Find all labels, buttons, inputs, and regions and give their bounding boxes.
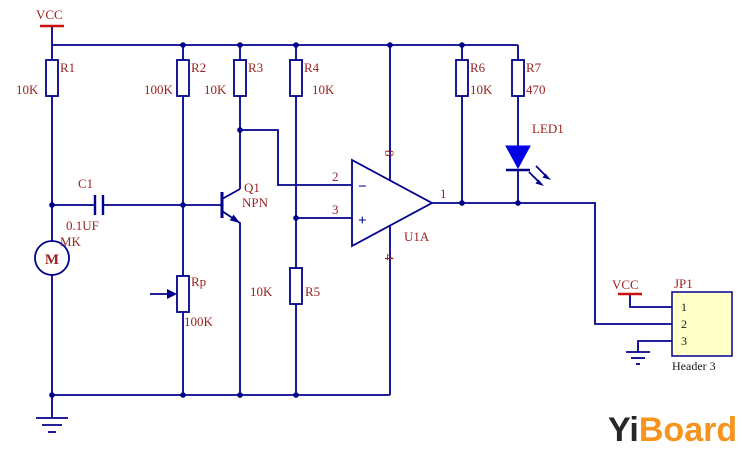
- wire-to-pin2: [240, 129, 352, 186]
- wire-jp1-gnd: [637, 340, 672, 352]
- opamp-pin1: 1: [440, 186, 447, 201]
- mic-glyph: M: [45, 252, 59, 268]
- c1-value: 0.1UF: [66, 218, 99, 233]
- vcc-symbol-top: VCC: [36, 7, 64, 28]
- r7-value: 470: [526, 82, 546, 97]
- jp1-pin2-label: 2: [681, 317, 687, 331]
- jp1-pin1-label: 1: [681, 300, 687, 314]
- junction-dots: [49, 42, 521, 398]
- ground-symbol-main: [36, 417, 68, 433]
- led-triangle-icon: [505, 145, 531, 170]
- resistor-r6: R6 10K: [455, 59, 493, 97]
- resistor-r7: R7 470: [511, 59, 546, 97]
- resistor-r1: R1 10K: [16, 59, 75, 97]
- opamp-minus-icon: −: [358, 179, 367, 195]
- q1-emitter-arrow-icon: [229, 214, 240, 223]
- logo-yi: Yi: [608, 411, 639, 449]
- r3-value: 10K: [204, 82, 227, 97]
- r4-ref: R4: [304, 60, 320, 75]
- resistor-r4: R4 10K: [289, 59, 335, 97]
- vcc-label: VCC: [36, 7, 63, 22]
- rp-ref: Rp: [191, 274, 206, 289]
- jp1-desc: Header 3: [672, 359, 716, 373]
- transistor-q1: Q1 NPN: [220, 180, 269, 223]
- led-ray1-arrowhead-icon: [535, 179, 544, 186]
- microphone-mk: M MK: [34, 234, 82, 276]
- r1-ref: R1: [60, 60, 75, 75]
- opamp-ref: U1A: [404, 229, 430, 244]
- wire-collector-lead: [221, 188, 241, 200]
- r5-ref: R5: [305, 284, 320, 299]
- opamp-u1a: − + 2 3 1 8 4 U1A: [332, 150, 447, 261]
- rp-value: 100K: [184, 314, 214, 329]
- q1-type: NPN: [242, 195, 269, 210]
- potentiometer-rp: Rp 100K: [150, 274, 214, 329]
- rp-arrowhead-icon: [167, 289, 177, 299]
- mic-body-icon: [34, 240, 70, 276]
- q1-ref: Q1: [244, 180, 260, 195]
- c1-ref: C1: [78, 176, 93, 191]
- wire-output: [432, 202, 672, 325]
- jp1-body: [671, 291, 733, 357]
- led1: LED1: [505, 121, 564, 186]
- led-ray2-arrowhead-icon: [542, 173, 551, 180]
- mic-ref: MK: [60, 234, 82, 249]
- opamp-pin3: 3: [332, 202, 339, 217]
- led-ref: LED1: [532, 121, 564, 136]
- logo-board: Board: [639, 411, 737, 449]
- jp1-ground-icon: [626, 351, 650, 365]
- capacitor-c1: C1 0.1UF: [66, 176, 105, 233]
- opamp-pin4: 4: [382, 254, 397, 261]
- resistor-r3: R3 10K: [204, 59, 263, 97]
- r1-value: 10K: [16, 82, 39, 97]
- jp1-vcc-label: VCC: [612, 277, 639, 292]
- r6-ref: R6: [470, 60, 486, 75]
- opamp-pin8: 8: [382, 150, 397, 157]
- opamp-pin2: 2: [332, 169, 339, 184]
- jp1-ref: JP1: [674, 276, 693, 291]
- opamp-triangle-icon: [351, 158, 434, 248]
- r2-ref: R2: [191, 60, 206, 75]
- r5-value: 10K: [250, 284, 273, 299]
- opamp-plus-icon: +: [358, 213, 367, 229]
- resistor-r5: 10K R5: [250, 267, 320, 305]
- r3-ref: R3: [248, 60, 263, 75]
- resistor-r2: R2 100K: [144, 59, 206, 97]
- r2-value: 100K: [144, 82, 174, 97]
- header-jp1: VCC JP1 1 2 3 Header 3: [612, 276, 733, 373]
- r4-value: 10K: [312, 82, 335, 97]
- r7-ref: R7: [526, 60, 542, 75]
- r6-value: 10K: [470, 82, 493, 97]
- jp1-pin3-label: 3: [681, 334, 687, 348]
- yiboard-logo: YiBoard: [608, 411, 737, 449]
- wire-jp1-vcc: [629, 294, 672, 308]
